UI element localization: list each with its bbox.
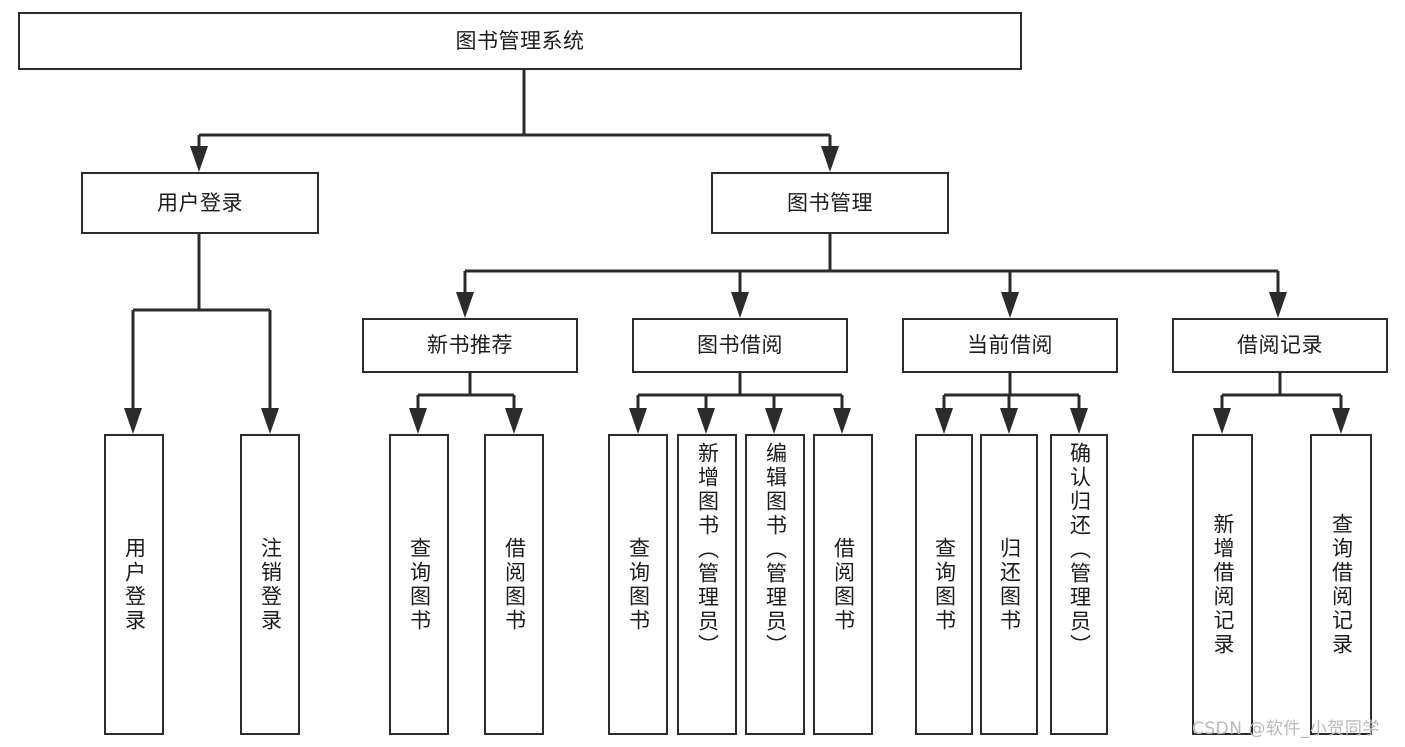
arrowhead (124, 408, 142, 434)
leaf-node[interactable]: 新增图书（管理员） (677, 434, 737, 735)
arrowhead (409, 408, 427, 434)
connector-edge (416, 373, 516, 418)
arrowhead (629, 408, 647, 434)
level2-node[interactable]: 图书借阅 (632, 318, 848, 373)
leaf-node-label: 查询借阅记录 (1329, 512, 1354, 657)
arrowhead (456, 292, 474, 318)
arrowhead (1213, 408, 1231, 434)
leaf-node[interactable]: 确认归还（管理员） (1050, 434, 1108, 735)
leaf-node-label: 编辑图书（管理员） (763, 442, 788, 658)
connector-edge (942, 373, 1081, 418)
leaf-node-label: 用户登录 (122, 536, 147, 633)
level1-node-label: 用户登录 (157, 190, 243, 215)
connector-edge (197, 70, 830, 160)
arrowhead (833, 408, 851, 434)
arrowhead (697, 408, 715, 434)
leaf-node[interactable]: 查询图书 (608, 434, 668, 735)
leaf-node[interactable]: 查询图书 (389, 434, 449, 735)
arrowhead (821, 146, 839, 172)
leaf-node[interactable]: 编辑图书（管理员） (745, 434, 805, 735)
level2-node[interactable]: 新书推荐 (362, 318, 578, 373)
level1-node[interactable]: 用户登录 (81, 172, 319, 234)
leaf-node[interactable]: 查询图书 (915, 434, 973, 735)
arrowhead (1001, 292, 1019, 318)
root-node-label: 图书管理系统 (455, 28, 585, 53)
leaf-node-label: 确认归还（管理员） (1067, 442, 1092, 658)
arrowhead (190, 146, 208, 172)
leaf-node-label: 新增图书（管理员） (695, 442, 720, 658)
leaf-node-label: 借阅图书 (502, 536, 527, 633)
arrowhead (1269, 292, 1287, 318)
leaf-node[interactable]: 借阅图书 (813, 434, 873, 735)
leaf-node-label: 查询图书 (407, 536, 432, 633)
level2-node-label: 图书借阅 (697, 333, 783, 358)
leaf-node[interactable]: 注销登录 (240, 434, 300, 735)
connector-edge (1220, 373, 1343, 418)
leaf-node-label: 归还图书 (997, 536, 1022, 633)
level1-node-label: 图书管理 (787, 190, 873, 215)
leaf-node-label: 查询图书 (626, 536, 651, 633)
connector-edge (463, 234, 1280, 300)
leaf-node[interactable]: 归还图书 (980, 434, 1038, 735)
arrowhead (765, 408, 783, 434)
level2-node[interactable]: 当前借阅 (902, 318, 1118, 373)
level2-node-label: 当前借阅 (967, 333, 1053, 358)
arrowhead (1332, 408, 1350, 434)
leaf-node[interactable]: 查询借阅记录 (1310, 434, 1372, 735)
arrowhead (1070, 408, 1088, 434)
leaf-node-label: 借阅图书 (831, 536, 856, 633)
leaf-node-label: 查询图书 (932, 536, 957, 633)
leaf-node[interactable]: 借阅图书 (484, 434, 544, 735)
arrowhead (935, 408, 953, 434)
connector-edge (131, 234, 272, 418)
arrowhead (731, 292, 749, 318)
arrowhead (1000, 408, 1018, 434)
leaf-node-label: 新增借阅记录 (1211, 512, 1235, 657)
leaf-node-label: 注销登录 (258, 536, 283, 633)
arrowhead (261, 408, 279, 434)
root-node[interactable]: 图书管理系统 (18, 12, 1022, 70)
leaf-node[interactable]: 新增借阅记录 (1192, 434, 1253, 735)
level2-node-label: 借阅记录 (1237, 333, 1323, 358)
connector-edge (636, 373, 844, 418)
csdn-watermark: CSDN @软件_小贺同学 (1192, 719, 1380, 739)
arrowhead (505, 408, 523, 434)
level2-node-label: 新书推荐 (427, 333, 513, 358)
level1-node[interactable]: 图书管理 (711, 172, 949, 234)
leaf-node[interactable]: 用户登录 (104, 434, 164, 735)
level2-node[interactable]: 借阅记录 (1172, 318, 1388, 373)
